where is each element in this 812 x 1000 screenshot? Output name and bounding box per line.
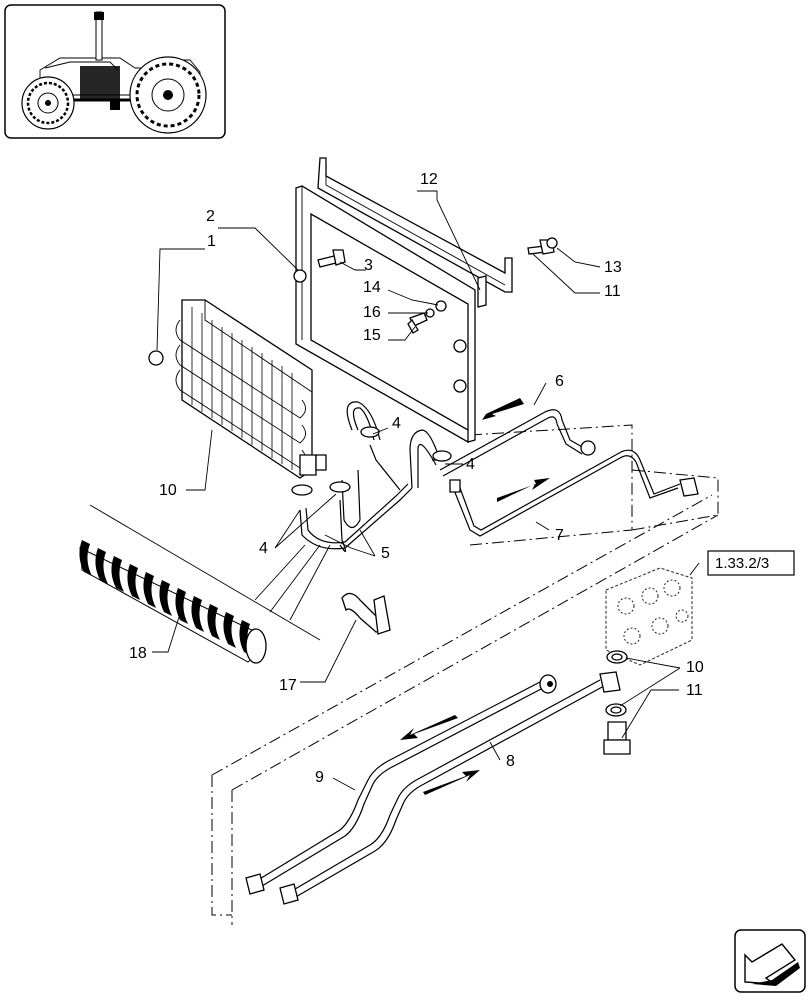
rubber-mount-1 [148,350,164,366]
support-bracket-14 [317,157,513,293]
callout-14: 12 [420,171,438,188]
control-valve [605,567,693,666]
callout-4-lower: 4 [259,540,268,557]
callout-5: 5 [381,545,390,562]
fittings-16-17-18 [407,300,447,334]
callout-11: 11 [686,682,703,699]
callout-19: 17 [279,677,297,694]
spiral-guard-20 [79,540,267,664]
radiator-frame-2 [293,185,487,444]
callout-12: 10 [159,482,177,499]
callout-6: 6 [555,373,564,390]
callout-4-right: 4 [466,456,475,473]
hoses-5 [299,401,441,552]
tractor-thumbnail-icon [4,4,226,139]
next-page-arrow-icon[interactable] [734,929,806,993]
callout-8: 8 [506,753,515,770]
callout-10: 10 [686,659,704,676]
bolt-3 [317,249,346,268]
reference-box[interactable]: 1.33.2/3 [707,550,795,576]
callout-3: 3 [364,257,373,274]
callout-18: 16 [363,304,381,321]
oil-cooler-12 [175,299,327,479]
bolt-13 [527,237,558,255]
pipe-8 [279,671,621,905]
callout-2: 2 [206,208,215,225]
callout-15: 13 [604,259,622,276]
hose-clip-19 [341,592,391,635]
reference-label: 1.33.2/3 [715,555,769,572]
callout-4-upper: 4 [392,415,401,432]
pipe-7 [449,449,699,537]
callout-17: 15 [363,327,381,344]
callout-13: 11 [604,283,621,300]
callout-9: 9 [315,769,324,786]
callout-7: 7 [555,527,564,544]
callout-1: 1 [207,233,216,250]
callout-16: 14 [363,279,381,296]
pipe-9 [245,674,557,895]
pipe-6 [439,409,596,477]
washers-10 [605,650,628,717]
union-11 [603,721,631,755]
callout-20: 18 [129,645,147,662]
